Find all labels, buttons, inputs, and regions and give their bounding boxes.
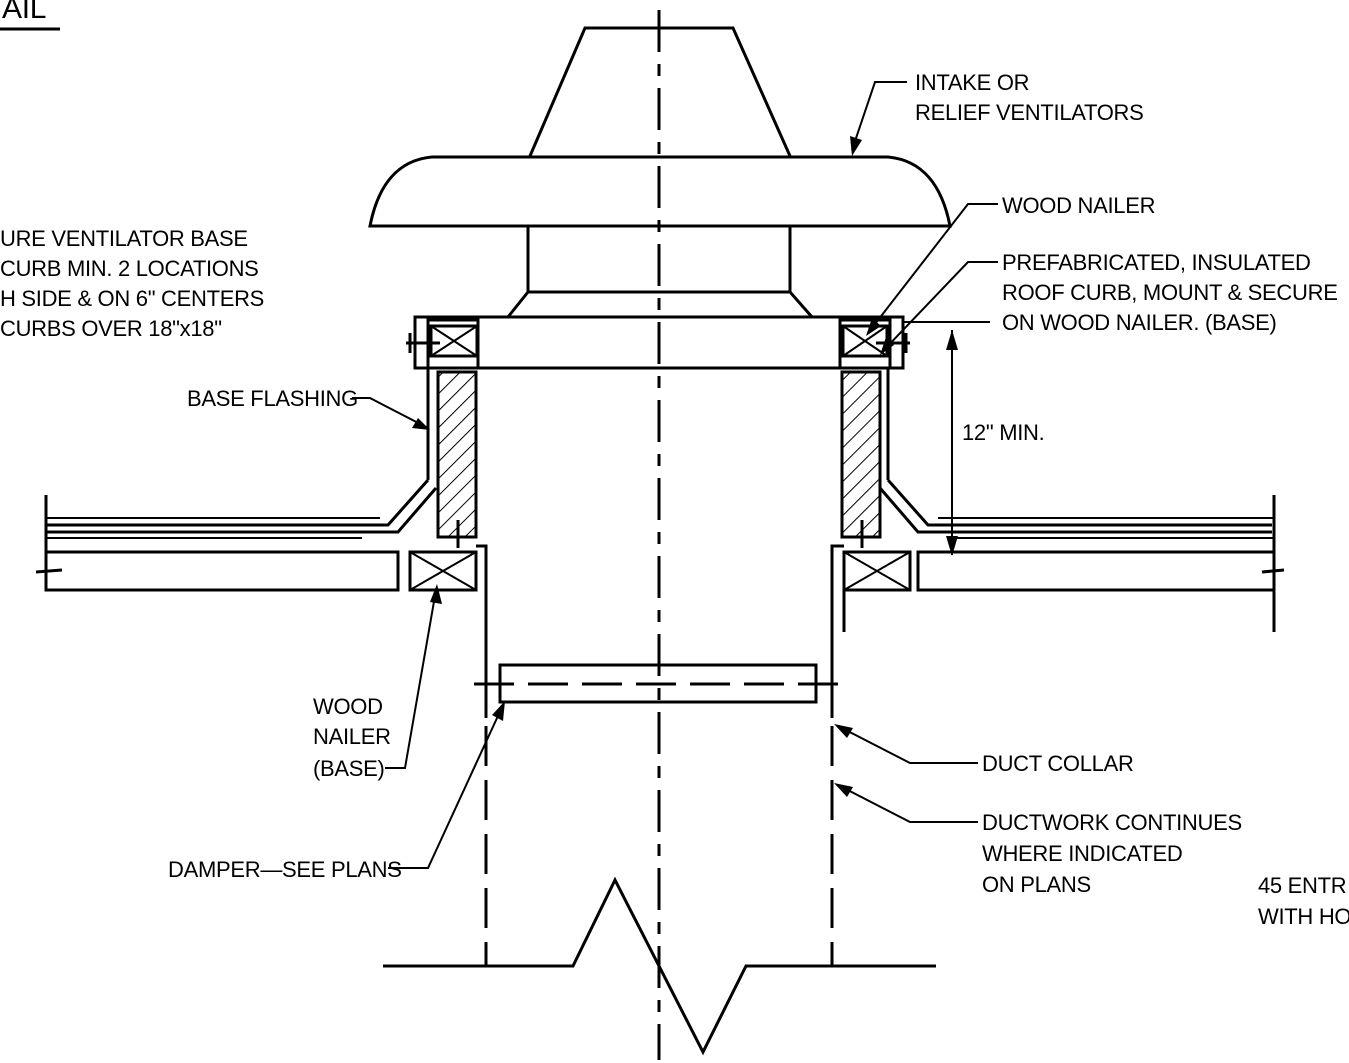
arrow-base-nailer: [430, 584, 442, 604]
hood-cap: [528, 26, 792, 157]
bn-cross-b: [409, 551, 477, 591]
base-nailer-right: [842, 550, 912, 592]
flashing-turn-left: [46, 479, 430, 527]
flashing-turn-right: [886, 479, 1272, 527]
break-mark-left: [35, 568, 63, 574]
nailer-cross-b: [430, 325, 478, 357]
duct-collar-right: [830, 544, 844, 718]
hood-flare-right: [788, 291, 814, 318]
damper: [474, 663, 846, 704]
ductwork-continuation: [383, 726, 936, 1056]
base-wood-nailers: [408, 550, 912, 592]
secure-note-label: URE VENTILATOR BASE CURB MIN. 2 LOCATION…: [0, 226, 264, 341]
duct-collar: [456, 520, 864, 718]
top-wood-nailer-left: [429, 324, 479, 358]
dim-arrow-top: [946, 330, 958, 350]
secure-note-line-1: URE VENTILATOR BASE: [0, 226, 248, 251]
duct-collar-left: [476, 544, 488, 718]
leader-duct-collar: [837, 725, 978, 764]
break-mark-right: [1261, 568, 1285, 574]
wood-nailer-base-label: WOOD NAILER (BASE): [313, 694, 391, 781]
leaders: [352, 81, 998, 869]
duct-collar-label: DUCT COLLAR: [982, 751, 1134, 776]
roof-curb-line-2: ROOF CURB, MOUNT & SECURE: [1002, 280, 1338, 305]
ductwork-line-1: DUCTWORK CONTINUES: [982, 810, 1242, 835]
secure-note-line-4: CURBS OVER 18"x18": [0, 316, 222, 341]
bn-cross-d: [843, 551, 911, 591]
intake-line-2: RELIEF VENTILATORS: [915, 100, 1144, 125]
hood-flare-left: [506, 291, 530, 318]
dim-arrow-bottom: [946, 536, 958, 556]
flashing-inner-right: [878, 487, 1272, 534]
insulated-curb-wall-left: [436, 370, 478, 539]
ductwork-label: DUCTWORK CONTINUES WHERE INDICATED ON PL…: [982, 810, 1242, 897]
roof-curb-right: [838, 318, 1272, 539]
nailer-cross-d: [842, 325, 888, 357]
roof-assembly: [35, 495, 1285, 632]
flashing-inner-left: [46, 487, 438, 534]
hood-dome: [368, 155, 952, 228]
base-nailer-left: [408, 550, 478, 592]
roof-curb-line-1: PREFABRICATED, INSULATED: [1002, 250, 1311, 275]
roof-curb-label: PREFABRICATED, INSULATED ROOF CURB, MOUN…: [1002, 250, 1338, 335]
wood-nailer-label: WOOD NAILER: [1002, 193, 1155, 218]
wood-nailer-base-line-1: WOOD: [313, 694, 383, 719]
ductwork-line-2: WHERE INDICATED: [982, 841, 1182, 866]
base-flashing-label: BASE FLASHING: [187, 386, 358, 411]
arrow-duct-collar: [834, 724, 853, 738]
dimension-12-min: 12" MIN.: [904, 321, 1045, 556]
insulated-curb-wall-right: [840, 370, 882, 539]
leader-roof-curb: [881, 261, 998, 353]
leader-ductwork: [837, 784, 978, 823]
arrow-base-flashing: [412, 418, 430, 430]
intake-label: INTAKE OR RELIEF VENTILATORS: [915, 70, 1144, 125]
leader-base-nailer: [385, 589, 437, 769]
intake-line-1: INTAKE OR: [915, 70, 1029, 95]
roof-curb-left: [46, 318, 480, 539]
wood-nailer-base-line-2: NAILER: [313, 724, 391, 749]
leader-base-flashing: [352, 397, 429, 429]
arrow-roof-curb: [880, 337, 894, 355]
ventilator-hood: [368, 26, 952, 318]
leader-intake: [851, 81, 907, 151]
roof-deck-right: [916, 550, 1276, 592]
detail-title: AIL: [0, 0, 60, 31]
ductwork-line-3: ON PLANS: [982, 872, 1091, 897]
roof-deck-left: [44, 550, 400, 592]
arrow-damper: [492, 701, 505, 721]
arrow-ductwork: [834, 783, 853, 797]
break-line: [383, 876, 936, 1056]
arrow-intake: [850, 136, 862, 156]
damper-label: DAMPER—SEE PLANS: [168, 857, 402, 882]
min-height-label: 12" MIN.: [962, 420, 1044, 445]
roof-curb-line-3: ON WOOD NAILER. (BASE): [1002, 310, 1277, 335]
adjacent-note-label: 45 ENTR WITH HOI: [1258, 873, 1349, 929]
adjacent-note-line-1: 45 ENTR: [1258, 873, 1346, 898]
secure-note-line-2: CURB MIN. 2 LOCATIONS: [0, 256, 259, 281]
secure-note-line-3: H SIDE & ON 6" CENTERS: [0, 286, 264, 311]
arrow-wood-nailer: [866, 318, 881, 336]
leader-wood-nailer: [867, 203, 998, 334]
adjacent-note-line-2: WITH HOI: [1258, 904, 1349, 929]
wood-nailer-base-line-3: (BASE): [313, 756, 385, 781]
leader-damper: [388, 704, 504, 869]
detail-title-text: AIL: [2, 0, 46, 25]
